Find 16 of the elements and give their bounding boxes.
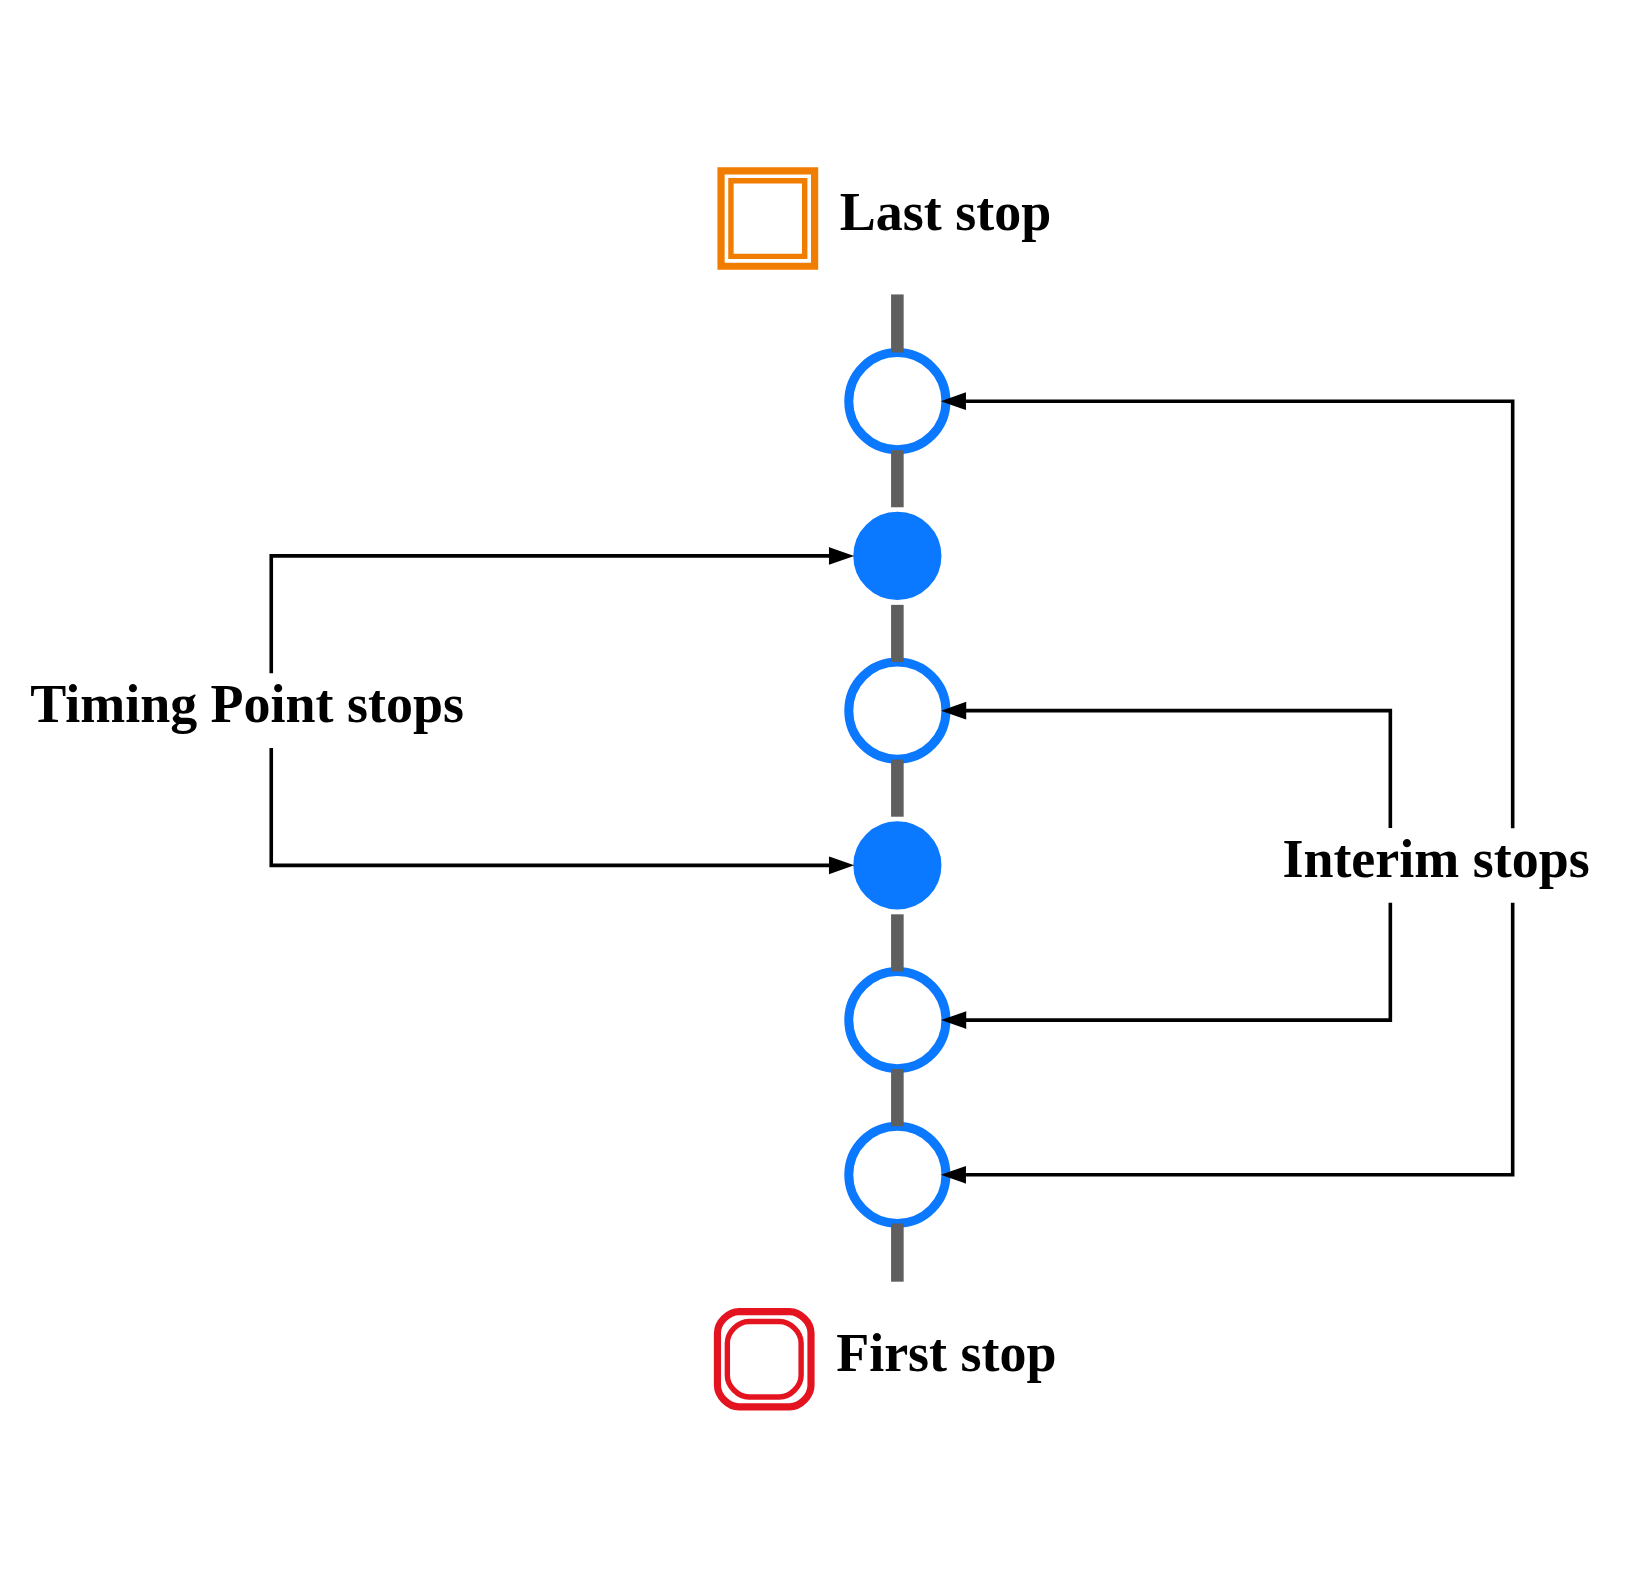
node-text: Timing Point stops	[30, 673, 465, 734]
node-circle	[844, 347, 951, 454]
node-text: Interim stops	[1282, 828, 1590, 889]
node-circle	[844, 657, 951, 764]
arrow	[941, 902, 1393, 1029]
node-label: Last stop	[839, 181, 1052, 242]
arrow	[941, 701, 1393, 828]
node-box	[713, 1307, 815, 1410]
arrow	[269, 546, 855, 673]
arrow	[940, 902, 1515, 1184]
node-label: First stop	[836, 1322, 1057, 1383]
node-circle	[844, 1121, 951, 1228]
arrow	[269, 747, 855, 874]
arrow	[940, 391, 1515, 828]
node-box	[717, 166, 819, 270]
node-circle	[844, 966, 951, 1073]
